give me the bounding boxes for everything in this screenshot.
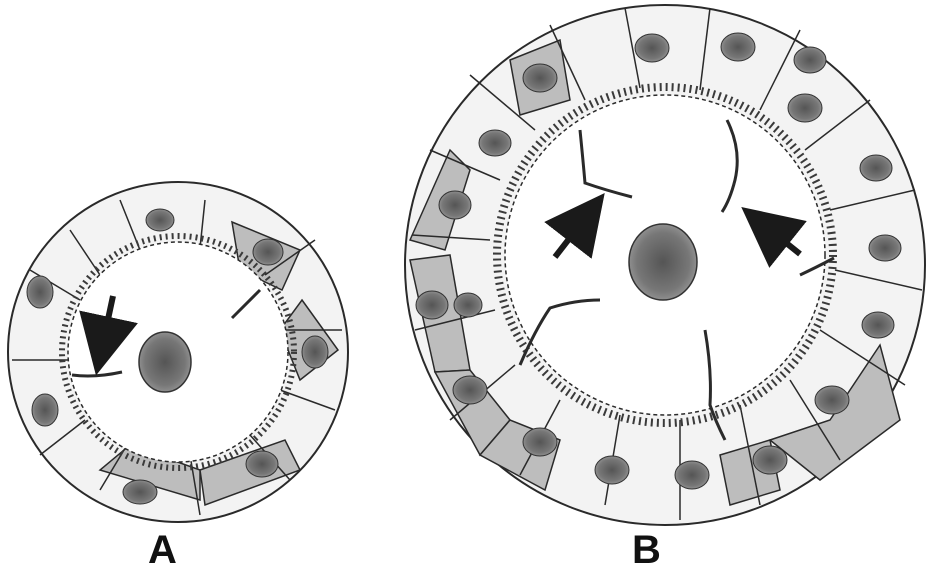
cyst-b-lumen-cell [629,224,697,300]
cyst-panel-a [8,182,348,522]
cyst-a-lumen-cell [139,332,191,392]
panel-label-b: B [632,530,661,570]
panel-label-a: A [148,530,177,570]
cyst-panel-b [405,5,925,525]
